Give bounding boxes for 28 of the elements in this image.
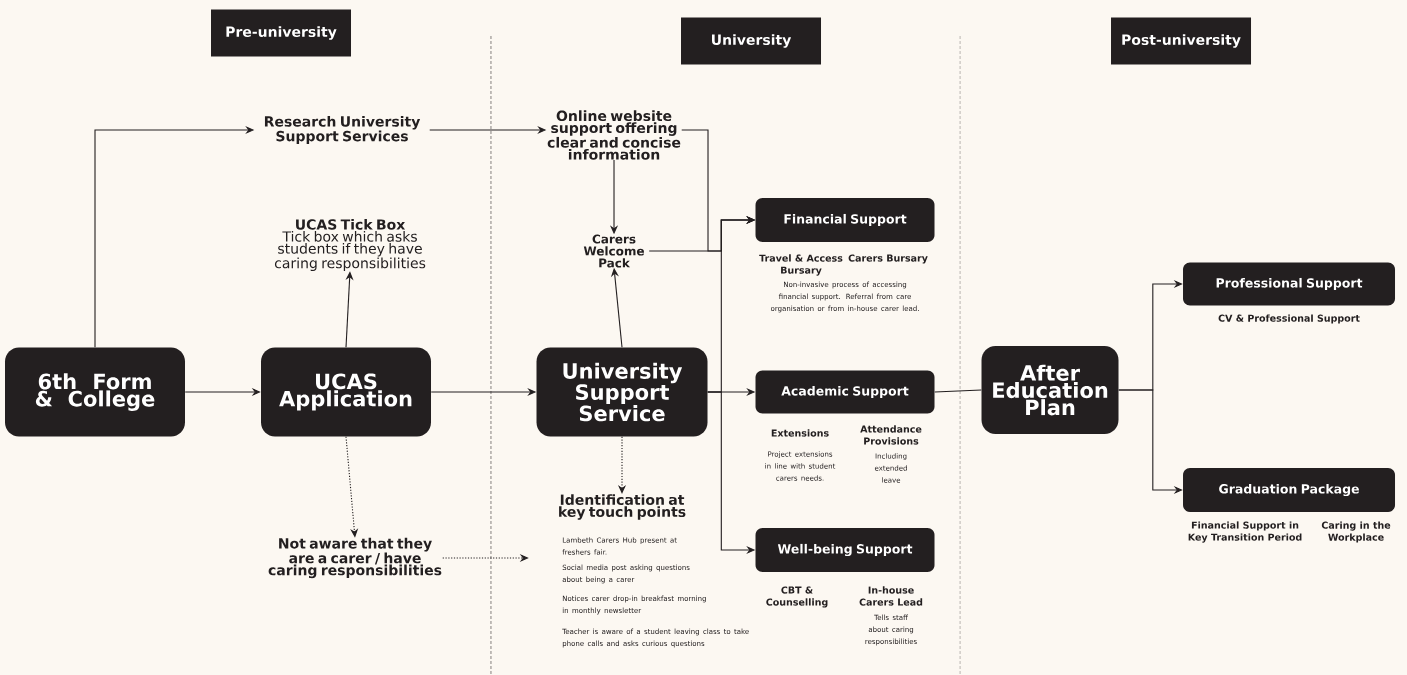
process-box: Professional Support <box>1183 262 1395 306</box>
process-box: Financial Support <box>755 198 935 242</box>
process-box: Graduation Package <box>1183 468 1395 512</box>
step-text: UCAS Tick Box Tick box which asks students if they have caring responsibilities <box>274 218 426 272</box>
sub-heading: Financial Support in Key Transition Period <box>1188 521 1302 543</box>
header-box: University <box>681 17 821 65</box>
connector-line <box>934 389 982 393</box>
process-box: Well-being Support <box>755 528 935 572</box>
process-box: University Support Service <box>536 347 708 437</box>
sub-heading: CBT & Counselling <box>766 586 828 608</box>
sub-heading: Attendance Provisions <box>860 425 922 445</box>
process-box: After Education Plan <box>981 346 1119 434</box>
step-text: Research University Support Services <box>264 115 421 145</box>
step-text: Carers Welcome Pack <box>583 234 644 268</box>
header-box: Pre-university <box>211 9 351 57</box>
step-text: Not aware that they are a carer / have caring responsibilities <box>268 537 442 579</box>
sub-heading: Extensions <box>771 429 829 437</box>
sub-heading: CV & Professional Support <box>1218 314 1360 324</box>
process-box: 6th Form & College <box>5 347 185 437</box>
sub-heading: Carers Bursary <box>848 254 928 264</box>
step-text: Identification at key touch points <box>559 494 686 520</box>
header-box: Post-university <box>1111 17 1251 65</box>
sub-heading: Travel & Access Bursary <box>759 254 843 276</box>
sub-heading: Caring in the Workplace <box>1321 521 1391 543</box>
sub-heading: In-house Carers Lead <box>859 586 923 606</box>
step-text: Online website support offering clear and concise information <box>547 110 681 160</box>
process-box: UCAS Application <box>261 347 431 437</box>
process-box: Academic Support <box>755 370 935 414</box>
